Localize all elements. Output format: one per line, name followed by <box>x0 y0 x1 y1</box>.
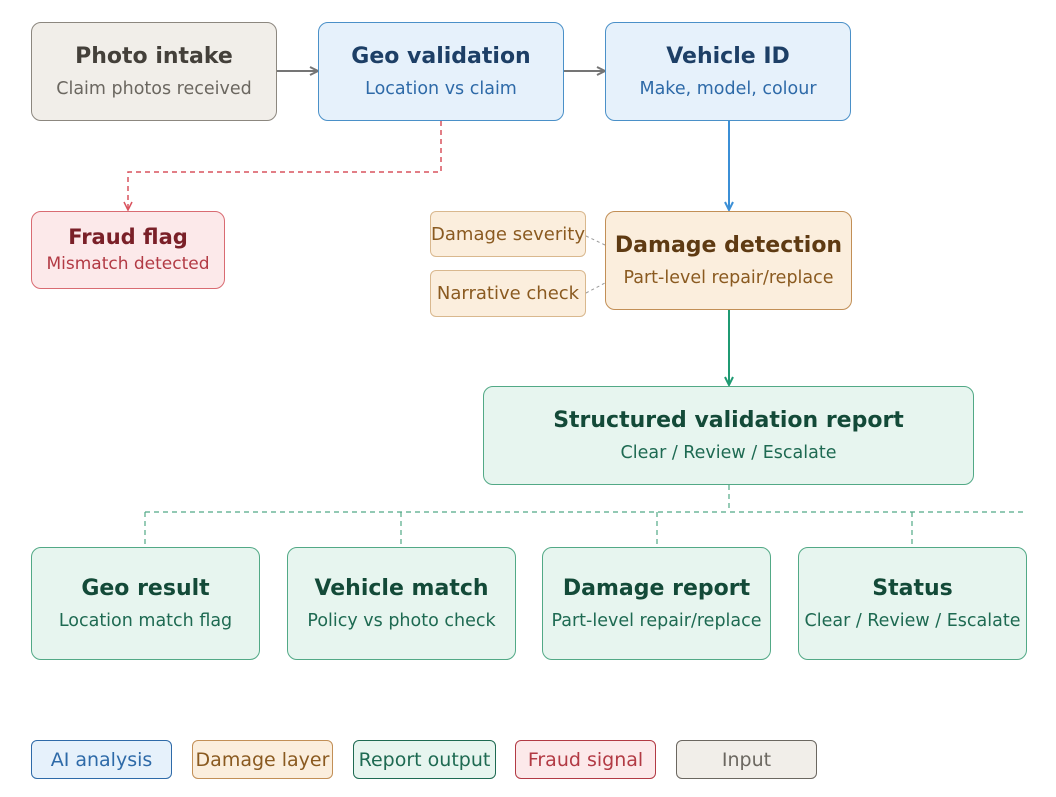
status-subtitle: Clear / Review / Escalate <box>804 610 1021 631</box>
vehicle-match-subtitle: Policy vs photo check <box>307 610 496 631</box>
legend-report-output: Report output <box>353 740 496 779</box>
geo-result-subtitle: Location match flag <box>58 610 233 631</box>
damage-report-node: Damage report Part-level repair/replace <box>542 547 771 660</box>
fraud-flag-title: Fraud flag <box>68 225 188 249</box>
vehicle-id-title: Vehicle ID <box>666 43 790 69</box>
link-narrative <box>585 282 606 294</box>
photo-intake-node: Photo intake Claim photos received <box>31 22 277 121</box>
legend-damage-layer: Damage layer <box>192 740 333 779</box>
damage-severity-label: Damage severity <box>430 211 586 257</box>
validation-report-node: Structured validation report Clear / Rev… <box>483 386 974 485</box>
fraud-flag-subtitle: Mismatch detected <box>46 254 210 274</box>
damage-report-subtitle: Part-level repair/replace <box>551 610 762 631</box>
damage-detection-title: Damage detection <box>614 232 843 258</box>
damage-detection-subtitle: Part-level repair/replace <box>623 267 834 288</box>
photo-intake-title: Photo intake <box>75 43 233 69</box>
geo-result-node: Geo result Location match flag <box>31 547 260 660</box>
damage-detection-node: Damage detection Part-level repair/repla… <box>605 211 852 310</box>
geo-validation-subtitle: Location vs claim <box>365 78 517 99</box>
fraud-flag-node: Fraud flag Mismatch detected <box>31 211 225 289</box>
legend-ai-analysis: AI analysis <box>31 740 172 779</box>
vehicle-match-node: Vehicle match Policy vs photo check <box>287 547 516 660</box>
validation-report-subtitle: Clear / Review / Escalate <box>620 442 837 463</box>
narrative-check-label: Narrative check <box>430 270 586 317</box>
vehicle-id-node: Vehicle ID Make, model, colour <box>605 22 851 121</box>
photo-intake-subtitle: Claim photos received <box>56 78 252 99</box>
vehicle-id-subtitle: Make, model, colour <box>639 78 817 99</box>
geo-result-title: Geo result <box>81 575 210 601</box>
report-fanout <box>144 485 1025 546</box>
geo-validation-node: Geo validation Location vs claim <box>318 22 564 121</box>
status-node: Status Clear / Review / Escalate <box>798 547 1027 660</box>
vehicle-match-title: Vehicle match <box>314 575 489 601</box>
link-severity <box>585 235 606 246</box>
legend-fraud-signal: Fraud signal <box>515 740 656 779</box>
geo-validation-title: Geo validation <box>351 43 531 69</box>
validation-report-title: Structured validation report <box>553 407 904 433</box>
status-title: Status <box>872 575 953 601</box>
legend-input: Input <box>676 740 817 779</box>
damage-report-title: Damage report <box>562 575 751 601</box>
arrow-geo-to-fraud <box>128 121 442 210</box>
